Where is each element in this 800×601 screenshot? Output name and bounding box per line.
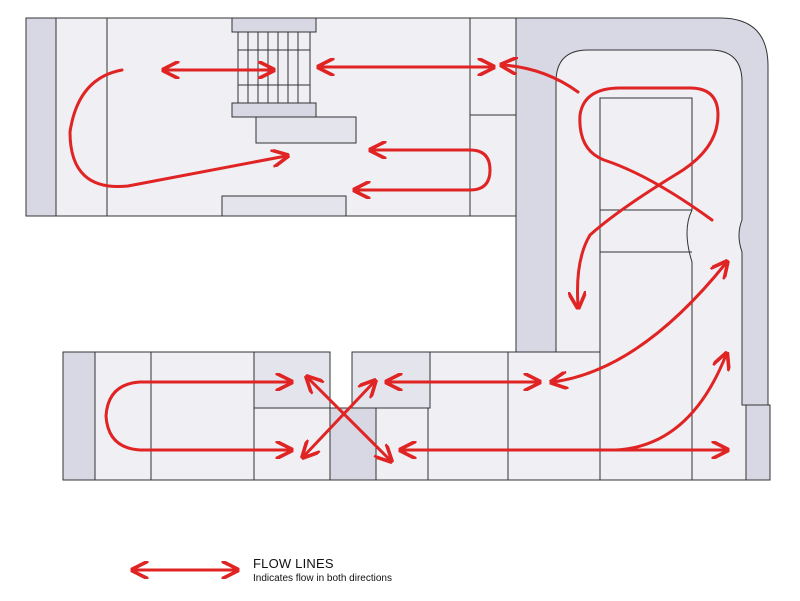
upper-left-wall xyxy=(25,17,57,217)
lower-wing-gap xyxy=(329,407,377,481)
flow-arrow xyxy=(304,382,374,456)
legend-title: FLOW LINES xyxy=(253,556,334,571)
flow-arrow xyxy=(503,65,580,94)
flow-arrow xyxy=(68,68,286,189)
flow-arrow xyxy=(578,86,720,306)
flow-arrow xyxy=(553,263,726,382)
flow-lines xyxy=(68,65,726,570)
flow-arrow xyxy=(356,150,492,190)
right-tower-island xyxy=(599,97,693,481)
legend-subtitle: Indicates flow in both directions xyxy=(253,573,392,584)
flow-arrow xyxy=(104,382,290,450)
